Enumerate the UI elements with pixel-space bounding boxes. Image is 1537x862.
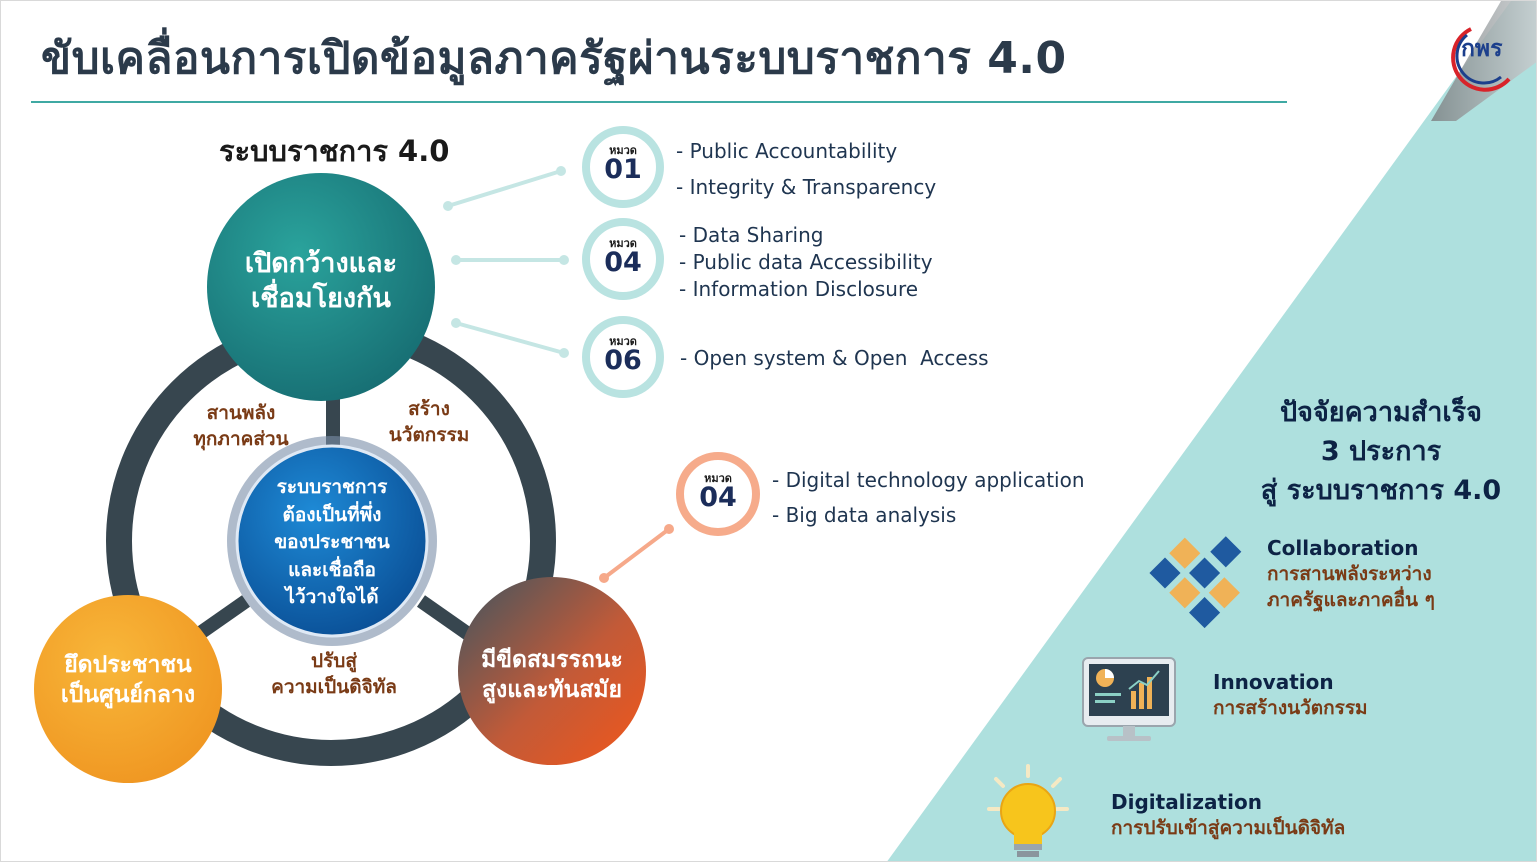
ring-label-collaboration: สานพลัง ทุกภาคส่วน (193, 402, 289, 450)
ring-label-innovation: สร้าง นวัตกรรม (388, 398, 470, 446)
factor-collaboration: Collaboration การสานพลังระหว่าง ภาครัฐแล… (1267, 535, 1435, 613)
circle-citizen-centric (34, 595, 222, 783)
factor-name: Innovation (1213, 670, 1334, 694)
page-title: ขับเคลื่อนการเปิดข้อมูลภาครัฐผ่านระบบราช… (41, 33, 1067, 84)
factor-desc: การสร้างนวัตกรรม (1213, 697, 1368, 719)
title-underline (31, 101, 1287, 103)
diagram-heading: ระบบราชการ 4.0 (219, 134, 450, 168)
circle-open-connected (207, 173, 435, 401)
category-1-items: - Public Accountability - Integrity & Tr… (676, 133, 936, 205)
grey-diagonal-band (1431, 1, 1536, 121)
factor-name: Collaboration (1267, 536, 1419, 560)
badge-4-number: 04 (699, 482, 737, 513)
circle-high-capacity-label: มีขีดสมรรถนะ สูงและทันสมัย (481, 647, 623, 703)
list-item: - Public data Accessibility (679, 250, 933, 274)
list-item: - Big data analysis (772, 503, 957, 527)
factor-digitalization: Digitalization การปรับเข้าสู่ความเป็นดิจ… (1111, 789, 1345, 842)
category-2-items: - Data Sharing - Public data Accessibili… (679, 222, 933, 303)
badge-2-number: 04 (604, 247, 642, 278)
monitor-chart-icon (1082, 657, 1176, 741)
circle-center-label: ระบบราชการ ต้องเป็นที่พึ่ง ของประชาชน แล… (274, 476, 390, 609)
badge-3-label: หมวด (609, 335, 637, 348)
circle-high-capacity (458, 577, 646, 765)
teal-panel (887, 1, 1536, 861)
list-item: - Information Disclosure (679, 277, 919, 301)
circle-center (235, 444, 429, 638)
circle-open-connected-label: เปิดกว้างและ เชื่อมโยงกัน (244, 248, 398, 315)
badge-3-number: 06 (604, 345, 642, 376)
badge-rings (582, 126, 760, 536)
badge-4-label: หมวด (704, 472, 732, 485)
badge-1-label: หมวด (609, 144, 637, 157)
logo-mark (1451, 27, 1511, 92)
logo-text: กพร (1461, 36, 1503, 62)
badge-1-number: 01 (604, 154, 642, 185)
factor-name: Digitalization (1111, 790, 1262, 814)
list-item: - Open system & Open Access (680, 346, 989, 370)
category-3-items: - Open system & Open Access (680, 343, 989, 373)
success-factors-title: ปัจจัยความสำเร็จ 3 ประการ สู่ ระบบราชการ… (1260, 397, 1502, 507)
factor-desc: การสานพลังระหว่าง ภาครัฐและภาคอื่น ๆ (1267, 563, 1435, 611)
badge-2-label: หมวด (609, 237, 637, 250)
category-4-items: - Digital technology application - Big d… (772, 463, 1085, 533)
factor-innovation: Innovation การสร้างนวัตกรรม (1213, 669, 1368, 722)
lightbulb-icon (987, 764, 1069, 857)
factor-desc: การปรับเข้าสู่ความเป็นดิจิทัล (1111, 817, 1346, 839)
ring-label-digital: ปรับสู่ ความเป็นดิจิทัล (271, 650, 397, 698)
list-item: - Public Accountability (676, 139, 898, 163)
list-item: - Integrity & Transparency (676, 175, 937, 199)
list-item: - Data Sharing (679, 223, 824, 247)
list-item: - Digital technology application (772, 468, 1085, 492)
connector-lines (443, 166, 674, 583)
circle-citizen-centric-label: ยึดประชาชน เป็นศูนย์กลาง (60, 652, 196, 708)
